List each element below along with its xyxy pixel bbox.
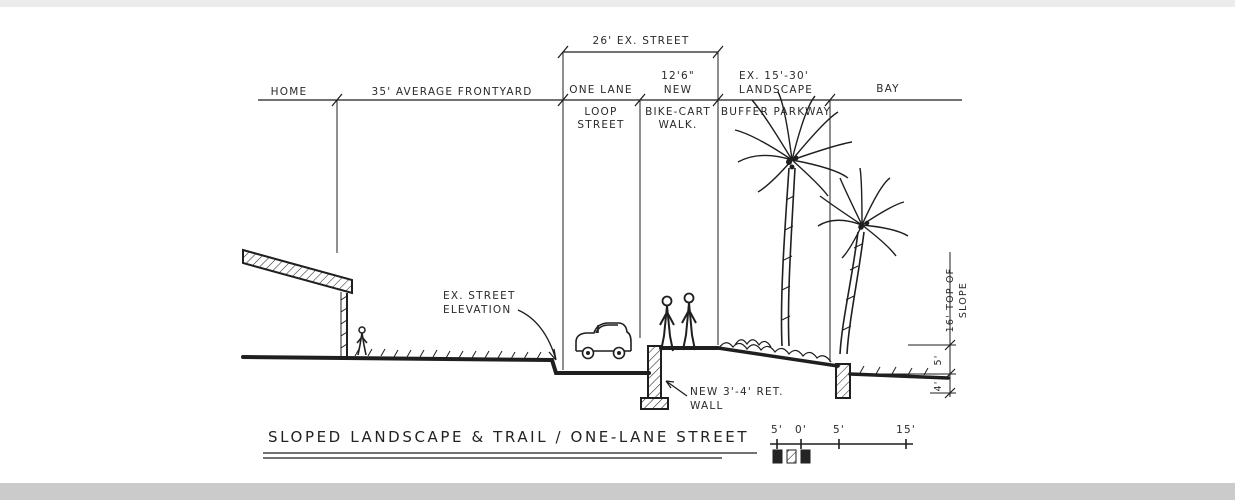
- grass-ticks: [354, 348, 929, 376]
- bottom-edge-strip: [0, 483, 1235, 500]
- title-text: SLOPED LANDSCAPE & TRAIL / ONE-LANE STRE…: [268, 428, 749, 446]
- car-sketch: [575, 322, 632, 360]
- retaining-wall-2: [835, 363, 851, 399]
- house-section: [242, 248, 353, 357]
- elevation-arrow: [517, 309, 557, 361]
- palm-tree-2: [817, 167, 909, 355]
- wall-arrow: [665, 380, 688, 397]
- dimension-line-main: [258, 52, 962, 370]
- label-bike-cart: BIKE-CART: [645, 106, 711, 118]
- label-top-of-slope: 16' TOP OF: [945, 268, 956, 333]
- dim-26-street-label: 26' EX. STREET: [593, 35, 690, 47]
- scale-bar: 5' 0' 5' 15': [770, 424, 916, 464]
- ret-wall-annotation: NEW 3'-4' RET. WALL: [665, 380, 784, 412]
- label-one-lane: ONE LANE: [569, 84, 632, 96]
- dimension-labels: HOME 35' AVERAGE FRONTYARD ONE LANE LOOP…: [271, 70, 900, 131]
- label-5ft: 5': [933, 354, 944, 365]
- label-bay: BAY: [876, 83, 900, 95]
- pedestrian-figures: [659, 292, 697, 352]
- ground-profile: [241, 339, 950, 380]
- label-landscape: LANDSCAPE: [739, 84, 813, 96]
- label-12-6: 12'6": [661, 70, 695, 82]
- annotation-elevation: ELEVATION: [443, 304, 511, 316]
- annotation-new-wall: NEW 3'-4' RET.: [690, 386, 784, 398]
- scale-mark-0: 0': [795, 424, 807, 436]
- annotation-wall: WALL: [690, 400, 724, 412]
- label-loop: LOOP: [584, 106, 617, 118]
- label-loop-street: STREET: [577, 119, 624, 131]
- lower-ground: [848, 372, 950, 380]
- drawing-title: SLOPED LANDSCAPE & TRAIL / ONE-LANE STRE…: [263, 428, 757, 459]
- yard-and-street-ground: [241, 355, 651, 375]
- roof-hatch: [242, 248, 353, 295]
- scale-mark-5b: 5': [833, 424, 845, 436]
- label-new: NEW: [664, 84, 692, 96]
- dimension-line-26ft: 26' EX. STREET: [557, 35, 724, 59]
- slope-dimension: 16' TOP OF SLOPE 5' 4': [880, 252, 969, 399]
- slope-shrubs: [718, 339, 832, 363]
- label-ex-15-30: EX. 15'-30': [739, 70, 809, 82]
- slope-ground: [716, 346, 840, 368]
- retaining-wall-1: [640, 345, 669, 410]
- annotation-ex-street: EX. STREET: [443, 290, 516, 302]
- label-4ft: 4': [933, 380, 944, 391]
- label-walk: WALK.: [658, 119, 697, 131]
- yard-figure: [356, 326, 368, 356]
- scale-mark-15: 15': [896, 424, 916, 436]
- street-elevation-annotation: EX. STREET ELEVATION: [443, 290, 557, 361]
- scale-mark-5a: 5': [771, 424, 783, 436]
- title-underline: [263, 452, 757, 459]
- label-slope: SLOPE: [958, 282, 969, 318]
- palm-tree-1: [734, 91, 853, 347]
- label-frontyard: 35' AVERAGE FRONTYARD: [371, 86, 532, 98]
- label-buffer-parkway: BUFFER PARKWAY: [721, 106, 831, 118]
- top-edge-strip: [0, 0, 1235, 7]
- label-home: HOME: [271, 86, 308, 98]
